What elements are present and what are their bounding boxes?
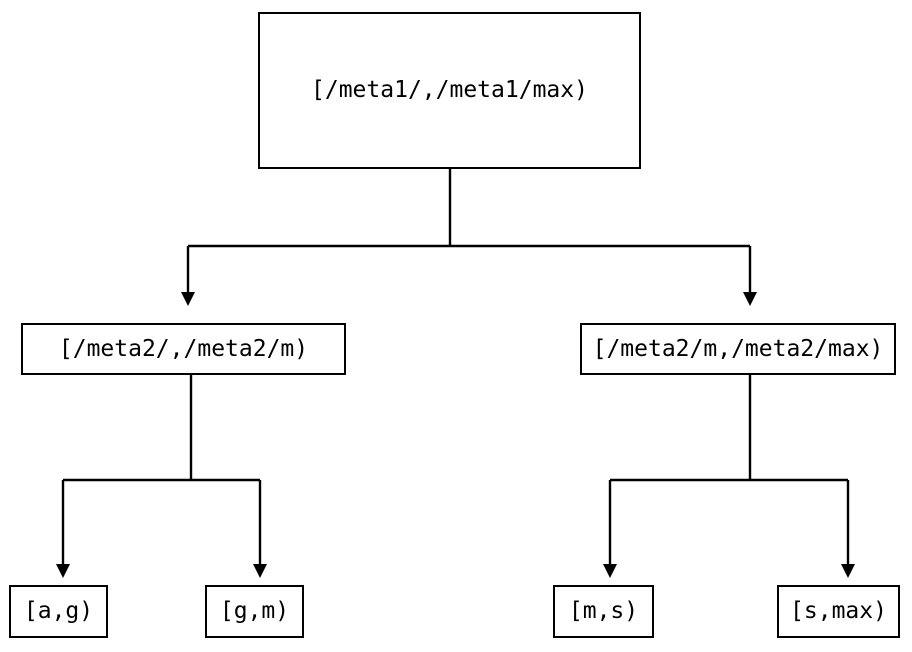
tree-leaf-s-max[interactable]: [s,max) <box>777 585 900 638</box>
arrowhead-to-leaf-ag-icon <box>56 564 70 578</box>
tree-leaf-m-s-label: [m,s) <box>568 598 639 624</box>
tree-leaf-g-m-label: [g,m) <box>219 598 290 624</box>
arrowhead-root-to-right-icon <box>743 292 757 306</box>
tree-node-meta2-upper-label: [/meta2/m,/meta2/max) <box>592 335 884 362</box>
edge-right-branch-to-leaves <box>603 375 855 578</box>
tree-leaf-a-g-label: [a,g) <box>23 598 94 624</box>
edge-root-to-level2 <box>181 169 757 306</box>
tree-leaf-s-max-label: [s,max) <box>790 598 887 624</box>
tree-leaf-m-s[interactable]: [m,s) <box>553 585 654 638</box>
arrowhead-root-to-left-icon <box>181 292 195 306</box>
tree-node-meta2-upper[interactable]: [/meta2/m,/meta2/max) <box>580 323 896 375</box>
tree-node-root[interactable]: [/meta1/,/meta1/max) <box>258 12 641 169</box>
edge-left-branch-to-leaves <box>56 375 267 578</box>
tree-leaf-g-m[interactable]: [g,m) <box>205 585 304 638</box>
tree-node-meta2-lower[interactable]: [/meta2/,/meta2/m) <box>21 323 346 375</box>
tree-node-root-label: [/meta1/,/meta1/max) <box>311 77 588 103</box>
arrowhead-to-leaf-gm-icon <box>253 564 267 578</box>
arrowhead-to-leaf-smax-icon <box>841 564 855 578</box>
arrowhead-to-leaf-ms-icon <box>603 564 617 578</box>
tree-leaf-a-g[interactable]: [a,g) <box>9 585 108 638</box>
tree-node-meta2-lower-label: [/meta2/,/meta2/m) <box>58 335 309 362</box>
